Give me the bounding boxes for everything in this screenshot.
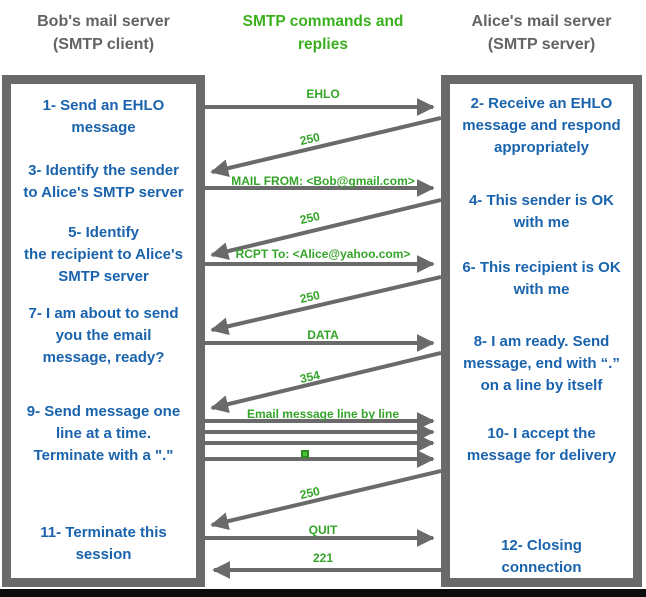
server-column-title: Alice's mail server (SMTP server) [471,13,612,53]
client-step-7: 7- I am about to send you the email mess… [28,305,179,366]
arrow-354 [210,351,441,413]
label-ehlo: EHLO [306,87,340,101]
server-step-4: 4- This sender is OK with me [468,192,615,231]
label-rcpt-to: RCPT To: <Alice@yahoo.com> [235,247,411,261]
bottom-bar [0,589,646,597]
label-221: 221 [312,551,334,565]
label-data: DATA [307,328,339,342]
server-step-2: 2- Receive an EHLO message and respond a… [462,95,621,156]
client-step-1: 1- Send an EHLO message [42,97,165,136]
server-step-12: 12- Closing connection [501,537,582,576]
server-step-8: 8- I am ready. Send message, end with “.… [463,333,620,394]
message-arrows [205,98,441,579]
client-step-11: 11- Terminate this session [40,524,167,563]
channel-column-title: SMTP commands and replies [242,13,404,53]
arrow-250-3 [210,275,441,336]
label-mail-from: MAIL FROM: <Bob@gmail.com> [231,174,415,188]
server-lifeline-box: 2- Receive an EHLO message and respond a… [441,75,642,587]
dot-terminator-icon [301,450,309,458]
arrow-250-2 [210,198,441,260]
label-email-line-by-line: Email message line by line [246,407,400,421]
label-quit: QUIT [308,523,338,537]
client-step-9: 9- Send message one line at a time. Term… [26,403,181,464]
client-step-3: 3- Identify the sender to Alice's SMTP s… [23,162,184,201]
arrow-250-4 [210,469,441,531]
client-lifeline-box: 1- Send an EHLO message 3- Identify the … [2,75,205,587]
server-step-6: 6- This recipient is OK with me [462,259,621,298]
arrow-250-1 [210,116,441,178]
server-step-10: 10- I accept the message for delivery [466,425,617,464]
client-column-title: Bob's mail server (SMTP client) [37,13,170,53]
client-step-5: 5- Identify the recipient to Alice's SMT… [24,224,183,285]
